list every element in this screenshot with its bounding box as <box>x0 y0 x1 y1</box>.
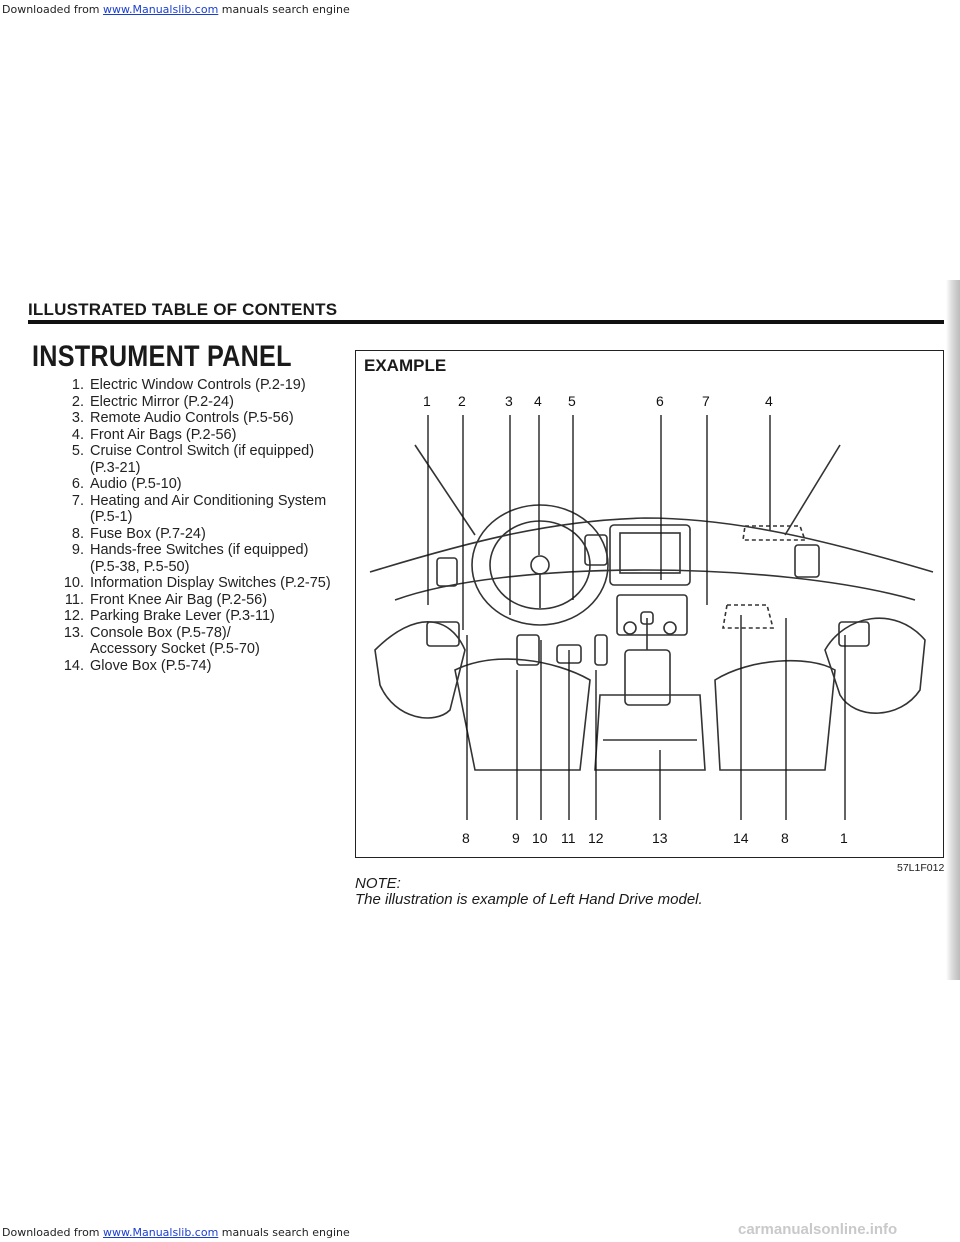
toc-item: 5. Cruise Control Switch (if equipped)(P.… <box>50 443 350 476</box>
callout-bottom-2: 9 <box>512 830 520 846</box>
toc-item-number: 3. <box>71 410 84 426</box>
page-edge-shadow <box>946 280 960 980</box>
callout-top-5: 5 <box>568 393 576 409</box>
toc-item: 2. Electric Mirror (P.2-24) <box>50 394 350 411</box>
toc-item-text: Electric Mirror (P.2-24) <box>90 394 350 411</box>
toc-item-line: Hands-free Switches (if equipped) <box>90 542 309 558</box>
toc-item-number: 14. <box>63 657 84 674</box>
manualslib-link[interactable]: www.Manualslib.com <box>103 3 219 16</box>
callout-bottom-7: 14 <box>733 830 749 846</box>
toc-item-number: 1. <box>71 377 84 393</box>
callout-top-7: 7 <box>702 393 710 409</box>
callout-top-8: 4 <box>765 393 773 409</box>
toc-item: 1. Electric Window Controls (P.2-19) <box>50 377 350 394</box>
download-suffix: manuals search engine <box>221 3 350 16</box>
toc-item-number: 5. <box>71 443 84 459</box>
toc-item: 8. Fuse Box (P.7-24) <box>50 526 350 543</box>
toc-item: 9. Hands-free Switches (if equipped)(P.5-… <box>50 542 350 575</box>
figure-label: EXAMPLE <box>364 356 447 375</box>
toc-item-text: Cruise Control Switch (if equipped)(P.3-… <box>90 443 350 476</box>
figure-id: 57L1F012 <box>897 862 945 874</box>
illustration-frame <box>355 350 944 858</box>
footer-suffix: manuals search engine <box>221 1226 350 1239</box>
callout-top-6: 6 <box>656 393 664 409</box>
toc-item: 10. Information Display Switches (P.2-75) <box>50 575 350 592</box>
download-footer: Downloaded from www.Manualslib.com manua… <box>2 1226 350 1239</box>
toc-item-number: 8. <box>71 525 84 542</box>
toc-item-number: 11. <box>64 591 84 608</box>
header-rule <box>28 320 944 324</box>
toc-item-text: Information Display Switches (P.2-75) <box>90 575 350 592</box>
toc-item-line: Information Display Switches (P.2-75) <box>90 575 331 591</box>
toc-item-line: Glove Box (P.5-74) <box>90 657 212 674</box>
toc-item-line: Parking Brake Lever (P.3-11) <box>90 608 275 624</box>
toc-item-text: Glove Box (P.5-74) <box>90 658 350 675</box>
callout-bottom-5: 12 <box>588 830 604 846</box>
section-header: ILLUSTRATED TABLE OF CONTENTS <box>28 300 338 319</box>
toc-item-line: (P.5-1) <box>90 509 133 525</box>
toc-item-text: Console Box (P.5-78)/Accessory Socket (P… <box>90 625 350 658</box>
callout-top-3: 3 <box>505 393 513 409</box>
toc-item-text: Parking Brake Lever (P.3-11) <box>90 608 350 625</box>
toc-item-text: Remote Audio Controls (P.5-56) <box>90 410 350 427</box>
toc-item-number: 4. <box>71 426 84 443</box>
toc-item-line: Cruise Control Switch (if equipped) <box>90 443 315 459</box>
note-text: The illustration is example of Left Hand… <box>355 891 703 908</box>
toc-item: 14. Glove Box (P.5-74) <box>50 658 350 675</box>
toc-item-text: Heating and Air Conditioning System(P.5-… <box>90 493 350 526</box>
toc-item-number: 2. <box>71 393 84 410</box>
toc-item-text: Front Air Bags (P.2-56) <box>90 427 350 444</box>
toc-item-text: Hands-free Switches (if equipped)(P.5-38… <box>90 542 350 575</box>
callout-bottom-8: 8 <box>781 830 789 846</box>
page-title: INSTRUMENT PANEL <box>32 340 292 373</box>
callout-top-1: 1 <box>423 393 431 409</box>
callout-bottom-3: 10 <box>532 830 548 846</box>
toc-list: 1. Electric Window Controls (P.2-19) 2. Ele… <box>50 377 350 674</box>
toc-item-text: Front Knee Air Bag (P.2-56) <box>90 592 350 609</box>
toc-item: 7. Heating and Air Conditioning System(P.… <box>50 493 350 526</box>
toc-item-line: Front Air Bags (P.2-56) <box>90 426 237 443</box>
download-prefix: Downloaded from <box>2 3 100 16</box>
callout-bottom-6: 13 <box>652 830 668 846</box>
footer-prefix: Downloaded from <box>2 1226 100 1239</box>
download-banner: Downloaded from www.Manualslib.com manua… <box>2 3 350 16</box>
instrument-panel-illustration: 1 2 3 4 5 6 7 4 8 9 10 11 12 13 14 8 1 <box>369 393 934 846</box>
toc-item-line: Heating and Air Conditioning System <box>90 492 327 509</box>
callout-top-4: 4 <box>534 393 542 409</box>
toc-item: 12. Parking Brake Lever (P.3-11) <box>50 608 350 625</box>
callout-top-2: 2 <box>458 393 466 409</box>
note-label: NOTE: <box>355 875 401 892</box>
toc-item-number: 7. <box>71 492 84 509</box>
toc-item: 11. Front Knee Air Bag (P.2-56) <box>50 592 350 609</box>
toc-item-number: 10. <box>63 575 84 591</box>
callout-bottom-1: 8 <box>462 830 470 846</box>
toc-item-line: Audio (P.5-10) <box>90 476 182 492</box>
watermark: carmanualsonline.info <box>738 1221 898 1238</box>
toc-item: 6. Audio (P.5-10) <box>50 476 350 493</box>
toc-item-line: Console Box (P.5-78)/ <box>90 624 231 641</box>
toc-item-text: Fuse Box (P.7-24) <box>90 526 350 543</box>
callout-bottom-9: 1 <box>840 830 848 846</box>
toc-item-line: Remote Audio Controls (P.5-56) <box>90 410 294 426</box>
toc-item-text: Electric Window Controls (P.2-19) <box>90 377 350 394</box>
footer-manualslib-link[interactable]: www.Manualslib.com <box>103 1226 219 1239</box>
toc-item-line: (P.5-38, P.5-50) <box>90 558 190 575</box>
toc-item-number: 6. <box>71 476 84 492</box>
toc-item-number: 12. <box>63 608 84 624</box>
toc-item-line: Electric Window Controls (P.2-19) <box>90 377 306 393</box>
toc-item-text: Audio (P.5-10) <box>90 476 350 493</box>
toc-item: 4. Front Air Bags (P.2-56) <box>50 427 350 444</box>
toc-item: 13. Console Box (P.5-78)/Accessory Socket… <box>50 625 350 658</box>
toc-item-line: Front Knee Air Bag (P.2-56) <box>90 591 268 608</box>
toc-item-number: 9. <box>71 542 84 558</box>
toc-item-line: Fuse Box (P.7-24) <box>90 525 206 542</box>
toc-item-line: Accessory Socket (P.5-70) <box>90 641 260 657</box>
toc-item: 3. Remote Audio Controls (P.5-56) <box>50 410 350 427</box>
toc-item-line: (P.3-21) <box>90 459 141 476</box>
toc-item-number: 13. <box>63 624 84 641</box>
toc-item-line: Electric Mirror (P.2-24) <box>90 393 234 410</box>
callout-bottom-4: 11 <box>561 830 576 846</box>
